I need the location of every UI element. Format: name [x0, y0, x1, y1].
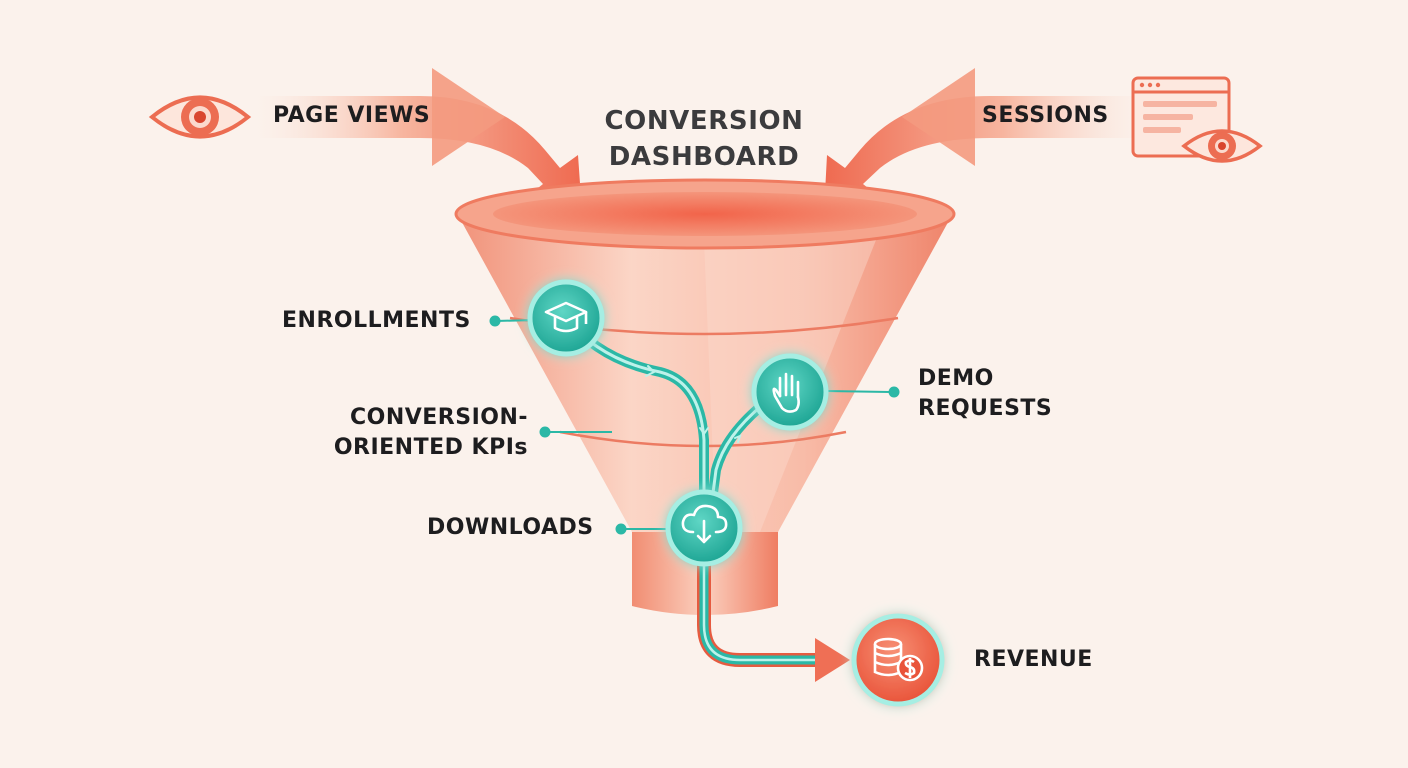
page-title: CONVERSION DASHBOARD — [554, 103, 854, 175]
sessions-label: SESSIONS — [982, 103, 1109, 128]
conversion-kpis-line-2: ORIENTED KPIs — [333, 435, 528, 460]
sessions-arrow-head — [902, 68, 975, 166]
enrollments-node — [527, 279, 605, 357]
demo-requests-node — [751, 353, 829, 431]
revenue-node — [851, 613, 945, 707]
demo-requests-line-2: REQUESTS — [918, 396, 1053, 421]
title-line-2: DASHBOARD — [608, 142, 800, 173]
conversion-kpis-label: CONVERSION- ORIENTED KPIs — [300, 403, 528, 463]
browser-window-eye-icon — [1131, 76, 1263, 163]
graduation-cap-icon — [544, 301, 588, 333]
demo-requests-line-1: DEMO — [918, 366, 994, 391]
eye-icon — [148, 95, 252, 139]
sessions-arrow — [824, 96, 1150, 212]
cloud-download-icon — [681, 504, 728, 544]
funnel-opening — [493, 192, 917, 236]
conversion-kpis-line-1: CONVERSION- — [349, 405, 528, 430]
revenue-label: REVENUE — [974, 647, 1093, 672]
title-line-1: CONVERSION — [604, 106, 804, 137]
page-views-arrow — [255, 96, 582, 212]
raised-hand-icon — [772, 372, 800, 413]
page-views-arrow-head — [432, 68, 505, 166]
connector-lines — [489, 315, 900, 535]
enrollments-label: ENROLLMENTS — [282, 308, 471, 333]
downloads-label: DOWNLOADS — [427, 515, 594, 540]
revenue-arrow-head — [815, 638, 850, 682]
page-views-label: PAGE VIEWS — [273, 103, 431, 128]
demo-requests-label: DEMO REQUESTS — [918, 364, 1052, 424]
coins-dollar-icon — [873, 637, 924, 682]
